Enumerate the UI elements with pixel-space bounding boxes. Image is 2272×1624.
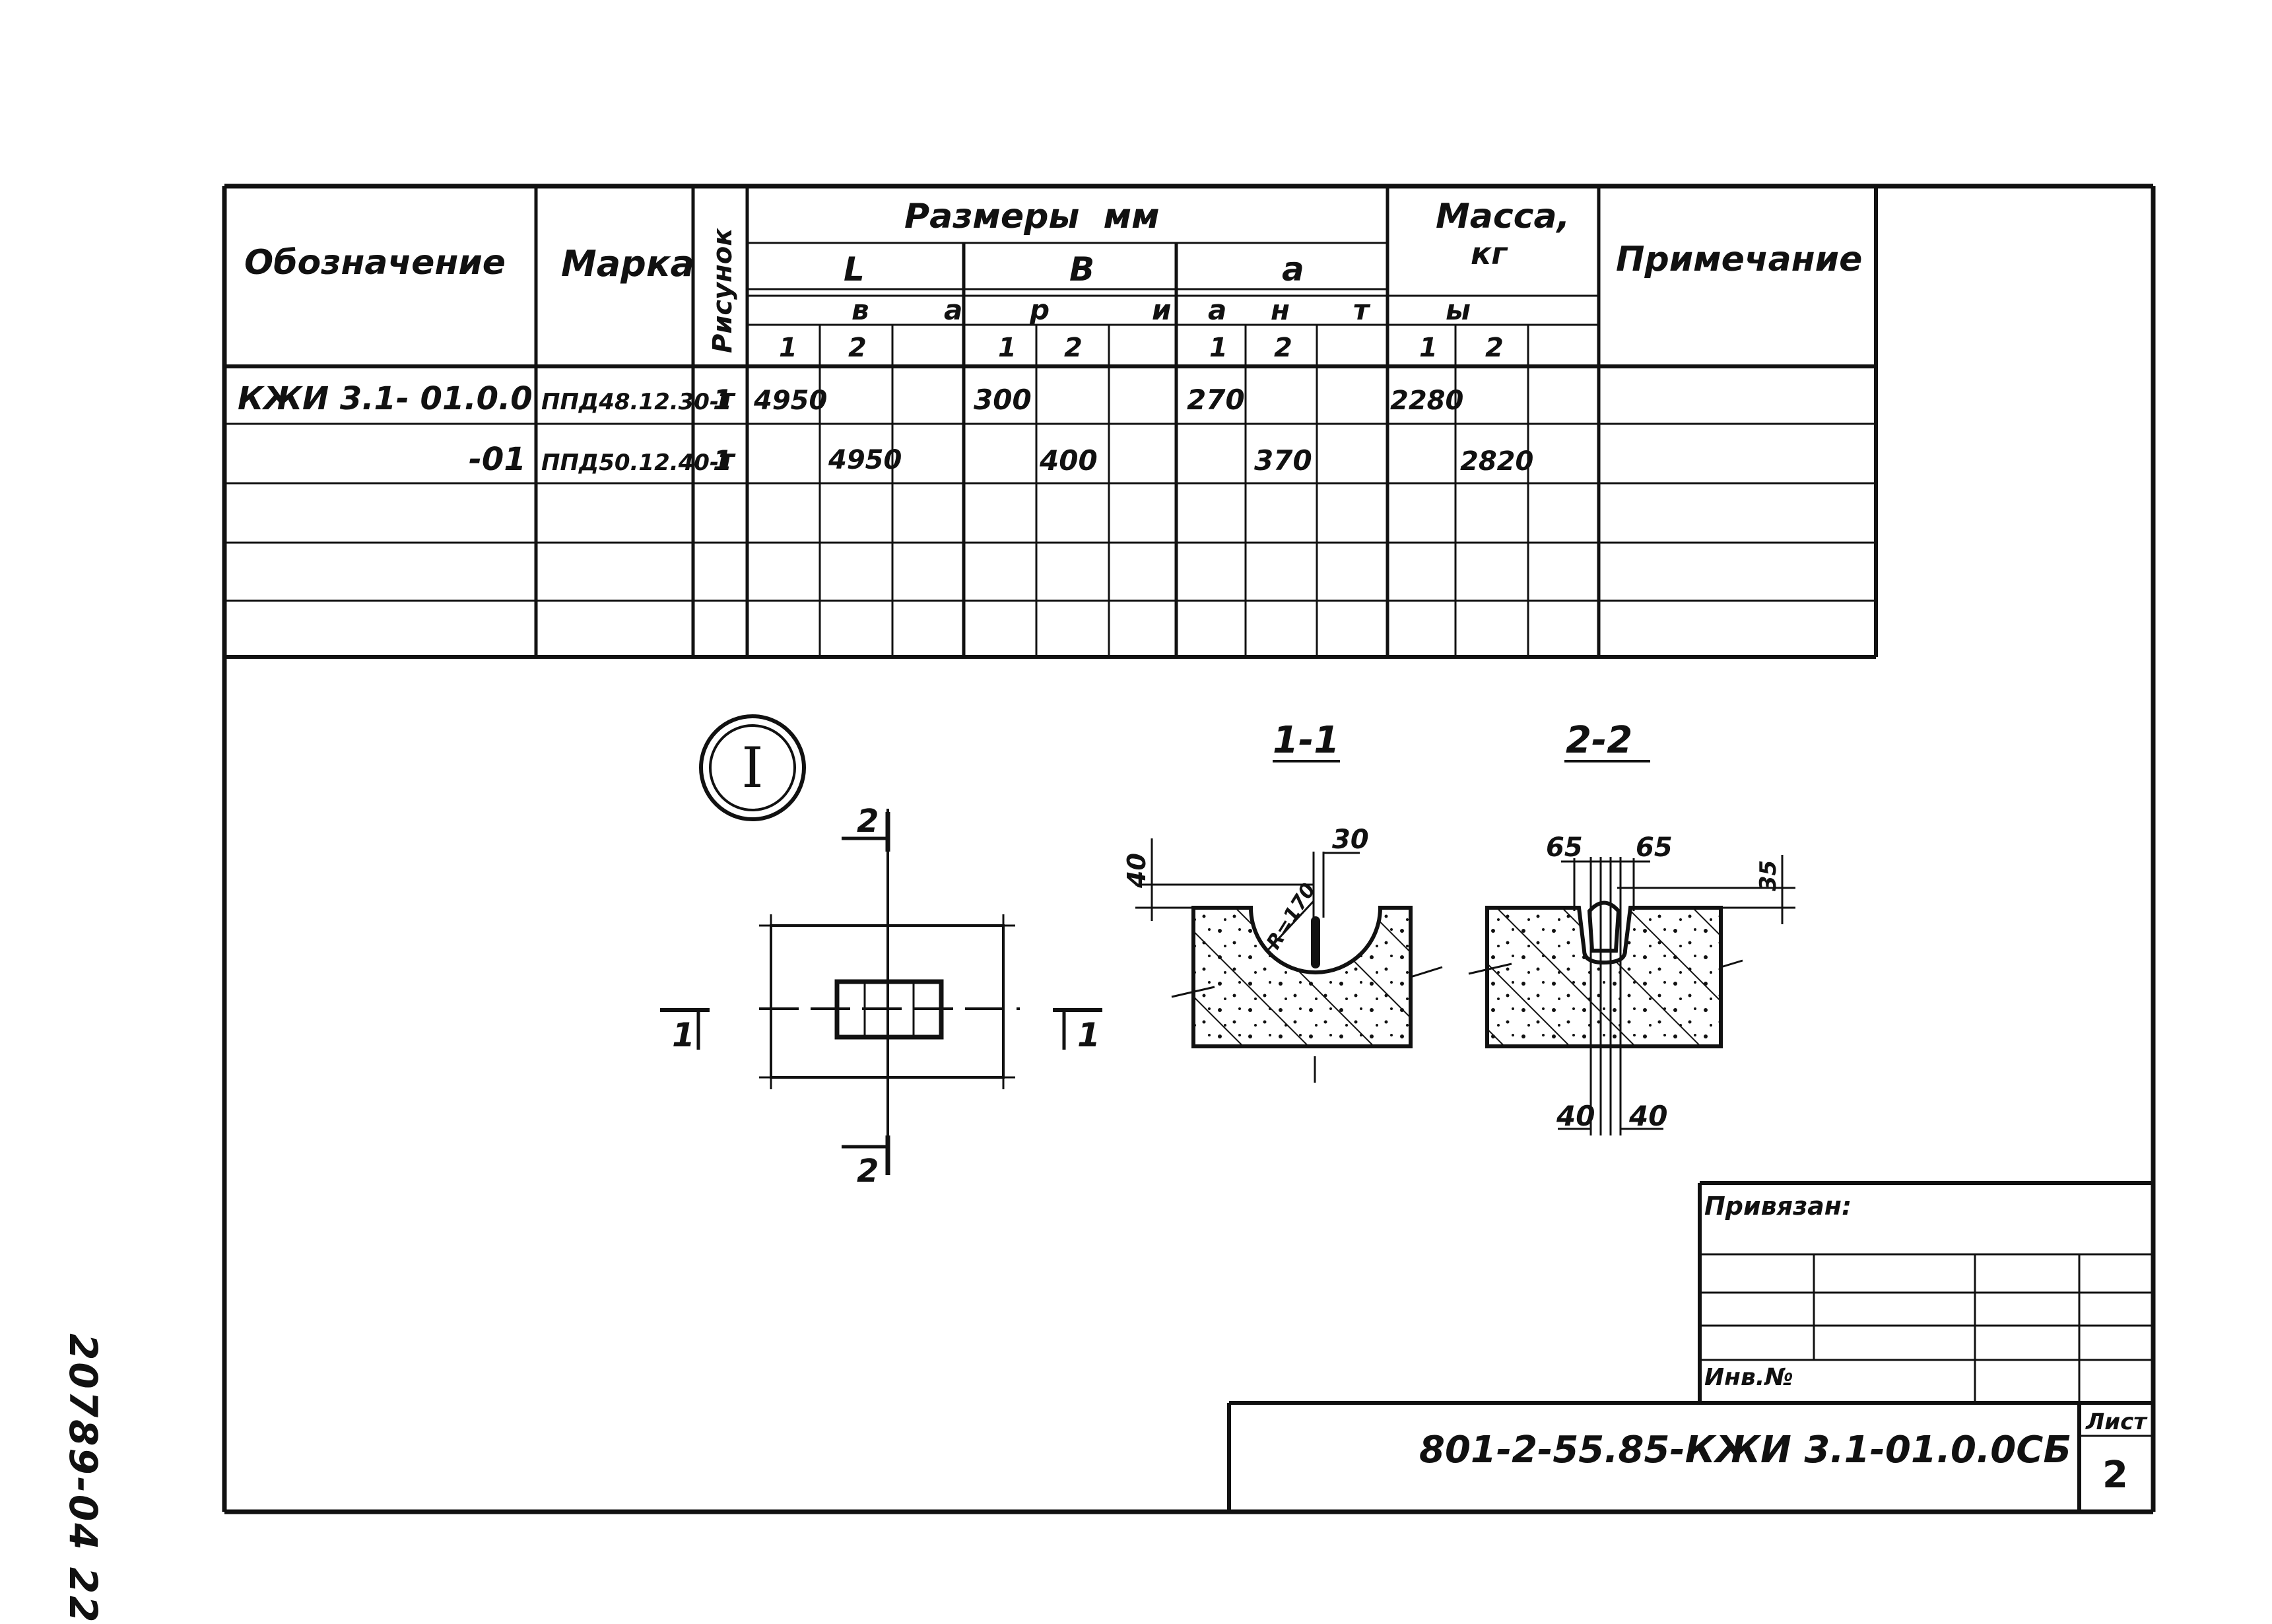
section-2-right-dim: 65: [1636, 832, 1673, 863]
section-1-width-dim: 30: [1332, 825, 1369, 855]
section-2-left-dim: 65: [1546, 832, 1583, 863]
variant-number: 1: [1209, 333, 1228, 363]
header-B: B: [1069, 250, 1094, 288]
header-mass-unit: кг: [1471, 236, 1508, 271]
cut-1-left-label: 1: [672, 1016, 695, 1054]
header-note: Примечание: [1616, 240, 1862, 279]
variant-letter: а: [1208, 294, 1226, 326]
row-a1: 270: [1187, 384, 1245, 416]
section-2-bottom-right-dim: 40: [1628, 1100, 1667, 1132]
view-marker-label: I: [741, 735, 763, 800]
section-2-bottom-left-dim: 40: [1556, 1100, 1595, 1132]
variant-numbers: 1 2 1 2 1 2 1 2: [779, 333, 1504, 363]
spec-table-grid: [224, 186, 1878, 659]
variant-letter: ы: [1446, 294, 1471, 326]
row-figure: 1: [713, 384, 732, 416]
variant-number: 1: [1419, 333, 1438, 363]
header-figure: Рисунок: [708, 228, 738, 353]
variant-number: 2: [848, 333, 867, 363]
table-row: -01 ППД50.12.40-Т 1 4950 400 370 2820: [469, 441, 1533, 478]
spec-table-header: Обозначение Марка Рисунок Размеры мм L B…: [244, 197, 1862, 363]
row-B2: 400: [1039, 444, 1098, 477]
row-B1: 300: [974, 384, 1032, 416]
row-m1: 2280: [1390, 386, 1463, 416]
variant-number: 1: [779, 333, 797, 363]
variant-number: 1: [998, 333, 1017, 363]
row-figure: 1: [713, 444, 732, 477]
variant-letter: а: [944, 294, 962, 326]
row-designation: КЖИ 3.1- 01.0.0: [238, 380, 533, 417]
sheet-number: 2: [2102, 1454, 2128, 1497]
cut-markers: [660, 812, 1102, 1175]
row-m2: 2820: [1460, 446, 1533, 477]
sheet-frame: [222, 184, 2156, 1514]
cut-1-right-label: 1: [1077, 1016, 1100, 1054]
variant-letter: н: [1271, 294, 1290, 326]
document-code: 801-2-55.85-КЖИ 3.1-01.0.0СБ: [1419, 1429, 2071, 1472]
section-1-depth-dim: 40: [1122, 853, 1151, 889]
variant-number: 2: [1274, 333, 1292, 363]
row-designation: -01: [469, 441, 526, 478]
header-dimensions: Размеры мм: [904, 197, 1160, 236]
section-2-body: [1468, 855, 1795, 1135]
cut-2-bottom-label: 2: [857, 1153, 879, 1190]
row-a2: 370: [1254, 444, 1312, 477]
variant-letter: т: [1353, 294, 1371, 326]
row-L1: 4950: [753, 386, 827, 416]
variant-number: 2: [1064, 333, 1083, 363]
variants-letters: в а р и а н т ы: [852, 294, 1471, 326]
row-L2: 4950: [828, 445, 902, 475]
section-2-depth-dim: 35: [1755, 860, 1782, 891]
drawing-sheet: Обозначение Марка Рисунок Размеры мм L B…: [222, 184, 2156, 1514]
title-block-grid: [1227, 1181, 2153, 1512]
table-row: КЖИ 3.1- 01.0.0 ППД48.12.30-Т 1 4950 300…: [238, 380, 1463, 417]
bound-label: Привязан:: [1704, 1192, 1852, 1221]
inv-label: Инв.№: [1704, 1364, 1793, 1391]
variant-letter: р: [1029, 294, 1050, 326]
section-2-title: 2-2: [1566, 719, 1632, 762]
row-mark: ППД50.12.40-Т: [541, 450, 736, 476]
view-marker: I: [699, 714, 806, 821]
section-1-body: [1135, 838, 1443, 1083]
cut-2-top-label: 2: [857, 803, 879, 840]
section-1-title: 1-1: [1273, 719, 1339, 762]
row-mark: ППД48.12.30-Т: [541, 389, 736, 415]
header-a: a: [1282, 250, 1304, 288]
header-designation: Обозначение: [244, 243, 506, 283]
header-L: L: [844, 250, 865, 288]
side-inventory-number: 20789-04 22: [61, 1334, 106, 1624]
variant-letter: и: [1152, 294, 1171, 326]
header-mass: Масса,: [1436, 197, 1570, 236]
variant-number: 2: [1485, 333, 1504, 363]
spec-table-rows: КЖИ 3.1- 01.0.0 ППД48.12.30-Т 1 4950 300…: [238, 380, 1533, 478]
variant-letter: в: [852, 294, 869, 326]
header-mark: Марка: [561, 243, 694, 285]
plan-view: [759, 809, 1020, 1175]
sheet-label: Лист: [2085, 1409, 2148, 1435]
